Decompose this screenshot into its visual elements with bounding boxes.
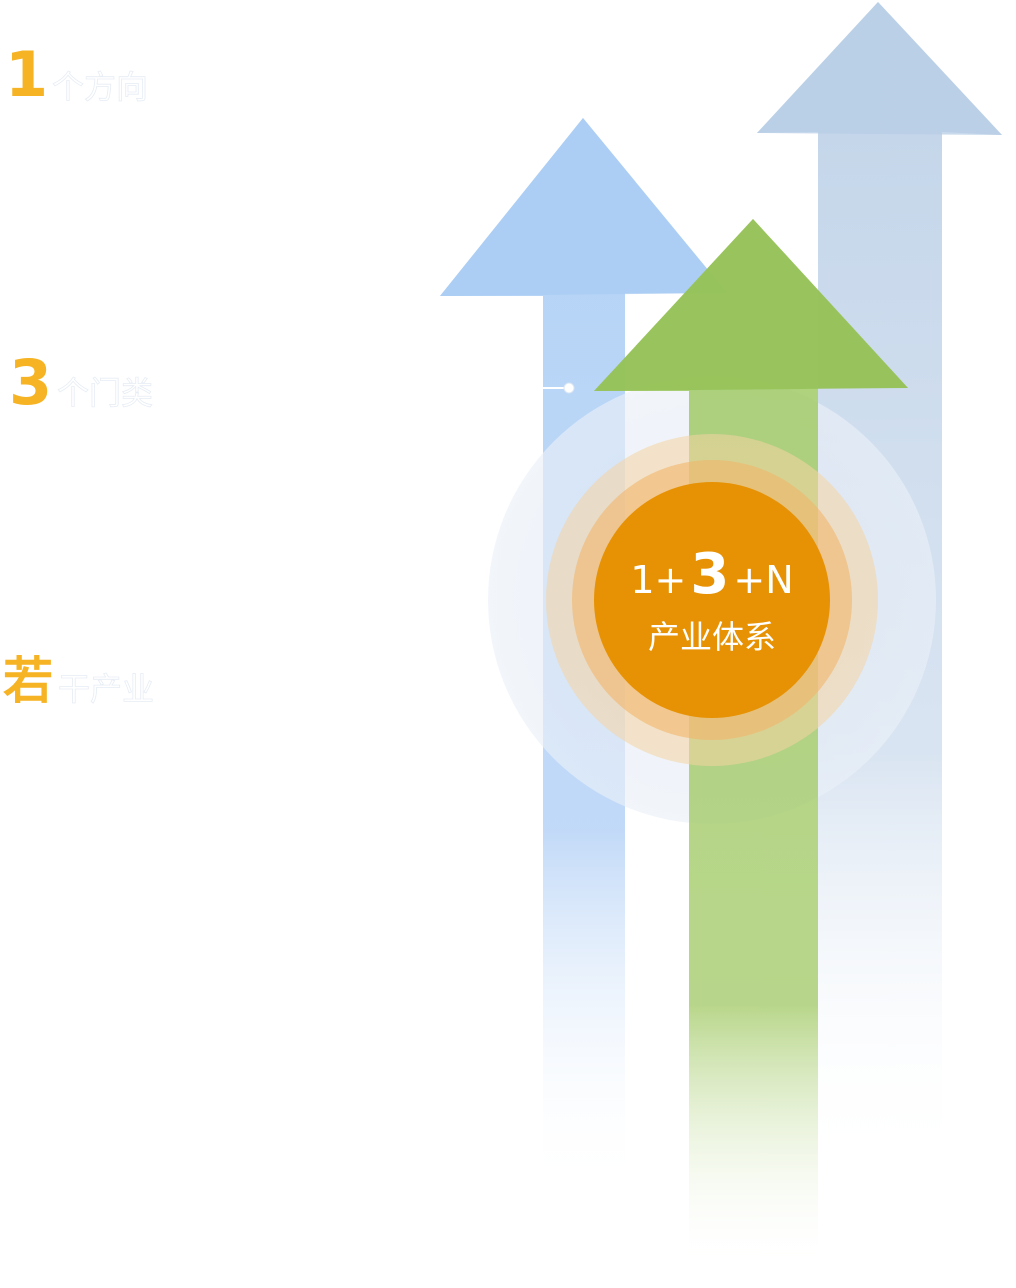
connector [543, 382, 575, 394]
label-industries-text: 干产业 [58, 670, 154, 708]
label-categories-number: 3 [9, 346, 52, 419]
center-formula: 1+3+N [630, 542, 793, 607]
label-direction: 1 个方向 [5, 38, 148, 111]
center-circle [594, 482, 830, 718]
label-direction-number: 1 [5, 38, 48, 111]
center-caption: 产业体系 [648, 618, 776, 656]
label-categories: 3 个门类 [9, 346, 153, 419]
label-industries-number: 若 [3, 652, 53, 710]
label-industries: 若 干产业 [3, 652, 154, 710]
label-direction-text: 个方向 [52, 68, 148, 106]
label-categories-text: 个门类 [57, 374, 153, 412]
